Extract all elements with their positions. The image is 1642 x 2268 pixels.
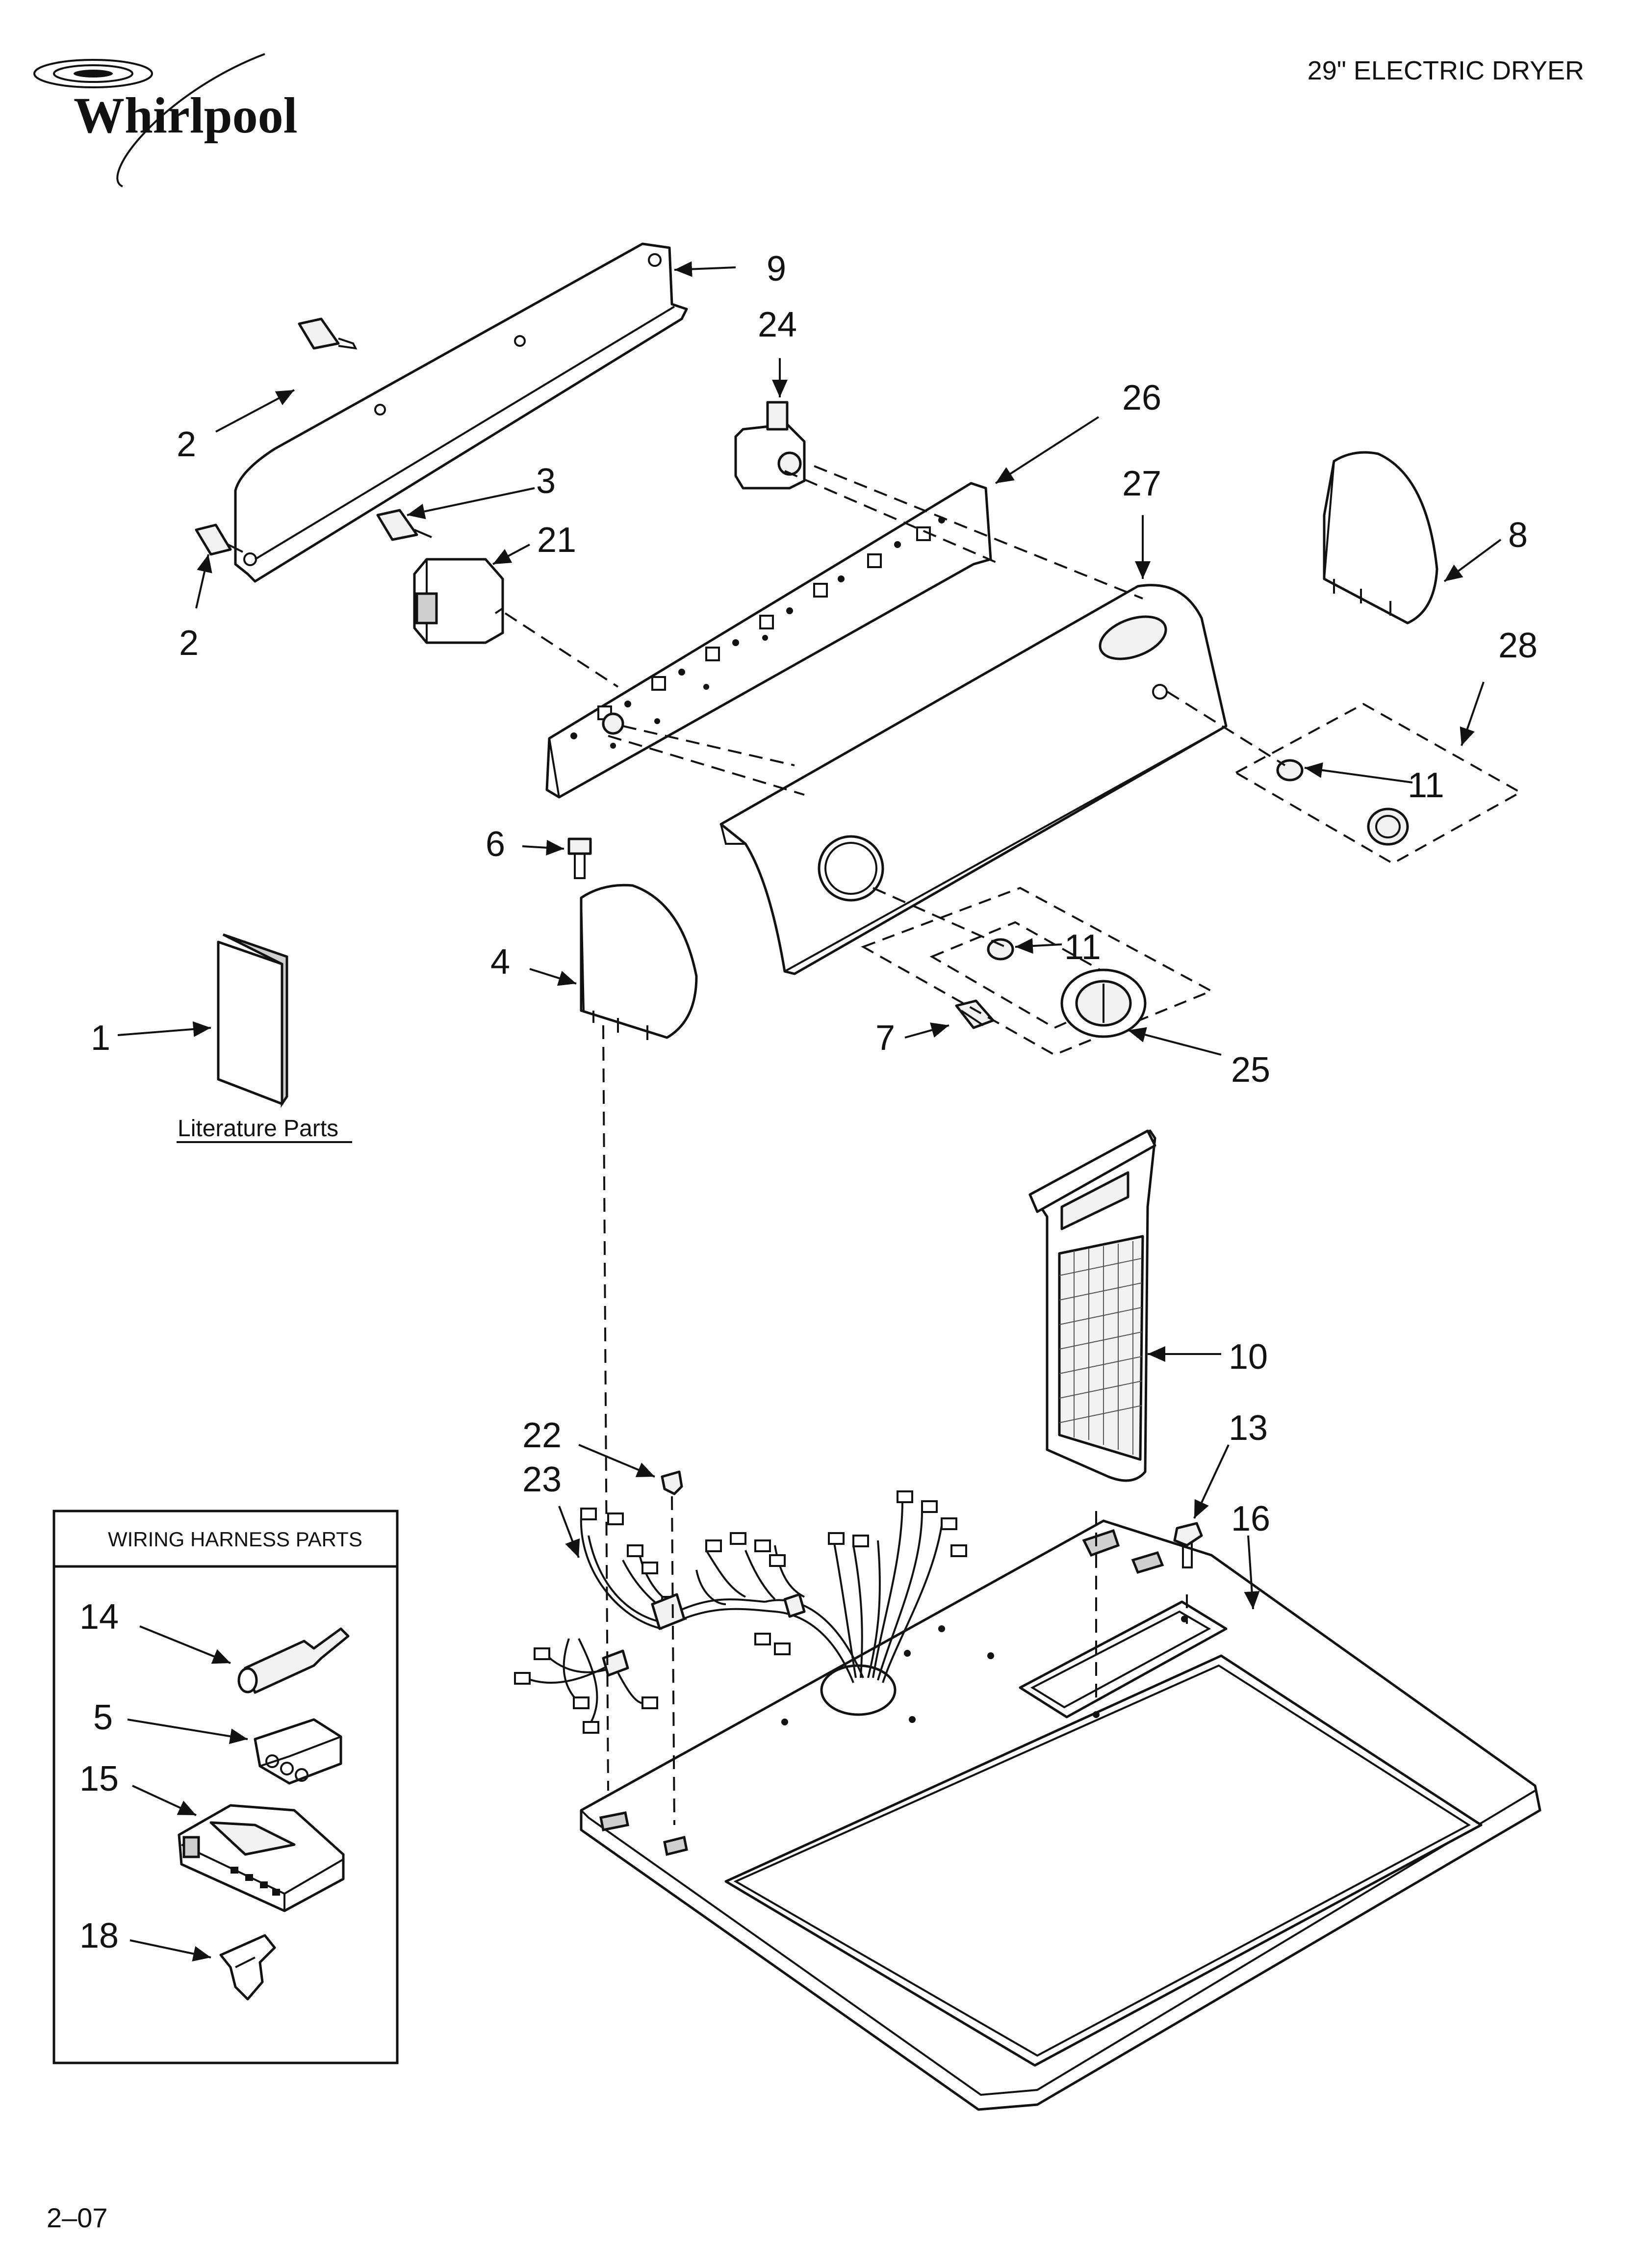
callout-21: 21 xyxy=(537,521,576,560)
screw-13 xyxy=(1173,1522,1203,1568)
logo-swirl-outer xyxy=(33,59,153,88)
screw-7 xyxy=(955,999,995,1029)
callout-26: 26 xyxy=(1122,378,1161,417)
callout-16: 16 xyxy=(1231,1499,1270,1538)
callout-24: 24 xyxy=(758,305,797,344)
model-title: 29" ELECTRIC DRYER xyxy=(1308,56,1584,85)
callout-13: 13 xyxy=(1229,1408,1268,1448)
callout-11-right: 11 xyxy=(1408,766,1444,805)
literature-booklet xyxy=(217,933,288,1108)
screw-6 xyxy=(567,837,592,879)
callout-15: 15 xyxy=(79,1759,119,1799)
screw-2a xyxy=(298,317,358,350)
callout-1: 1 xyxy=(91,1018,110,1058)
connector-block-15 xyxy=(178,1804,345,1912)
knob-kit-28 xyxy=(1233,703,1523,865)
wiring-harness-parts-box xyxy=(52,1510,399,2064)
leader-lines xyxy=(117,261,1502,1962)
revision-code: 2–07 xyxy=(47,2202,108,2233)
literature-label: Literature Parts xyxy=(178,1116,338,1142)
brand-name: Whirlpool xyxy=(74,87,298,144)
wiring-box-title: WIRING HARNESS PARTS xyxy=(108,1528,362,1551)
callout-3: 3 xyxy=(536,462,556,501)
callout-23: 23 xyxy=(522,1460,562,1499)
terminal-14 xyxy=(237,1627,350,1694)
callout-6: 6 xyxy=(486,825,505,864)
logo-swirl-core xyxy=(74,70,113,78)
callout-28: 28 xyxy=(1498,626,1538,665)
callout-9: 9 xyxy=(767,249,786,288)
callout-25: 25 xyxy=(1231,1050,1270,1090)
wiring-harness xyxy=(514,1470,967,1734)
console-back-panel xyxy=(234,242,688,583)
assembly-lines xyxy=(504,465,1286,1825)
callout-2-bottom: 2 xyxy=(179,624,199,663)
callout-14: 14 xyxy=(79,1597,119,1637)
callout-11-lower: 11 xyxy=(1064,928,1101,967)
screw-3 xyxy=(376,509,432,541)
whirlpool-logo: Whirlpool xyxy=(33,53,298,187)
logo-swoosh xyxy=(116,53,265,187)
callout-numbers: 9 24 26 27 8 28 11 2 2 3 21 6 4 1 11 7 2… xyxy=(79,249,1538,1955)
end-cap-right xyxy=(1323,451,1438,625)
callout-27: 27 xyxy=(1122,464,1161,503)
callout-7: 7 xyxy=(875,1018,895,1058)
callout-8: 8 xyxy=(1508,516,1528,555)
control-bracket xyxy=(545,482,992,799)
timer-switch xyxy=(413,558,504,644)
callout-4: 4 xyxy=(490,942,510,982)
callout-22: 22 xyxy=(522,1416,562,1455)
end-cap-left xyxy=(580,884,698,1040)
callout-5: 5 xyxy=(93,1698,113,1737)
callout-10: 10 xyxy=(1229,1337,1268,1377)
console-front-panel xyxy=(719,584,1228,975)
knob-kit-25 xyxy=(861,886,1214,1056)
callout-18: 18 xyxy=(79,1916,119,1955)
connector-5 xyxy=(254,1718,342,1785)
screw-2b xyxy=(195,523,243,556)
clip-18 xyxy=(219,1934,276,2001)
top-panel xyxy=(580,1519,1541,2111)
callout-2-top: 2 xyxy=(177,425,196,464)
logo-swirl-mid xyxy=(53,64,133,83)
lint-screen xyxy=(1028,1129,1156,1482)
